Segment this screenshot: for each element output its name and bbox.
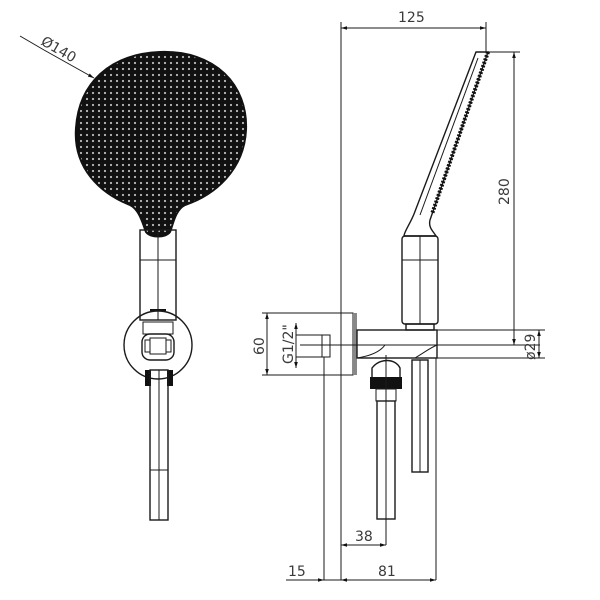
dim-thread-label: G1/2"	[281, 324, 297, 364]
dim-overall-height-label: 280	[497, 178, 513, 205]
shower-head-profile	[403, 51, 490, 237]
side-handle	[401, 235, 439, 331]
hose	[149, 369, 169, 521]
wall-holder	[123, 310, 193, 386]
dim-overall-depth-label: 125	[398, 10, 425, 26]
dim-holder-height: 60	[252, 312, 300, 376]
front-view: Ø140	[19, 34, 248, 521]
side-view: 125 280 ø29 60 G1/2"	[252, 10, 545, 582]
dim-overall-depth: 125	[340, 10, 487, 580]
dim-head-diameter: Ø140	[19, 34, 95, 79]
dim-overall-height: 280	[488, 51, 520, 345]
dim-outlet-diameter-label: ø29	[523, 334, 539, 360]
handle	[139, 229, 177, 321]
dim-bottom: 15 81	[286, 564, 436, 582]
dim-thread: G1/2"	[281, 323, 298, 368]
dim-projection-label: 81	[378, 564, 396, 580]
shower-head	[74, 50, 248, 238]
dim-outlet-diameter: ø29	[437, 329, 545, 360]
dim-inlet-offset-label: 38	[355, 529, 373, 545]
wall-outlet	[266, 312, 540, 376]
dim-inlet-offset: 38	[341, 529, 386, 547]
side-hose	[411, 358, 437, 580]
dim-wall-plate-label: 15	[288, 564, 306, 580]
dim-holder-height-label: 60	[252, 337, 268, 355]
dim-head-diameter-label: Ø140	[38, 34, 79, 67]
inlet-connector	[370, 355, 402, 545]
